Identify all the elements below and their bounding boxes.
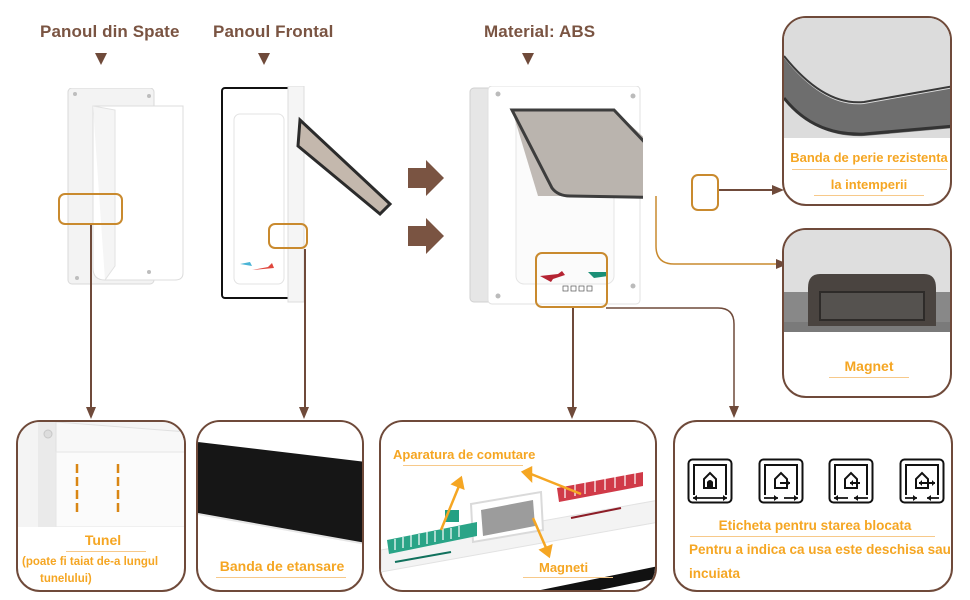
exit-only-icon [758,458,804,504]
right-arrow-icon [408,218,444,254]
front-panel-title: Panoul Frontal [213,22,334,41]
connector-line [572,308,574,408]
tunnel-note-line2: tunelului) [40,573,92,585]
tunnel-highlight [58,193,123,225]
underline [814,195,924,196]
switch-label: Aparatura de comutare [393,447,536,462]
seal-strip-photo [198,422,362,552]
magnets-label: Magneti [539,560,589,575]
seal-highlight [268,223,308,249]
switch-card: Aparatura de comutare Magneti [379,420,657,592]
weather-brush-card: Banda de perie rezistenta la intemperii [782,16,952,206]
magnet-photo [784,230,950,340]
locked-icon [687,458,733,504]
brush-photo [784,18,950,138]
tunnel-note-line1: (poate fi taiat de-a lungul [22,556,159,568]
seal-strip-label: Banda de etansare [219,558,345,574]
back-panel-title: Panoul din Spate [40,22,180,41]
arrow-right-icon [772,185,784,195]
underline [216,577,346,578]
lock-label-desc-line2: incuiata [689,566,741,581]
connector-line [719,189,779,191]
material-pointer-icon [522,53,534,65]
front-panel-image [218,85,398,306]
brush-highlight [691,174,719,211]
underline [523,577,613,578]
lock-label-title: Eticheta pentru starea blocata [718,518,912,533]
arrow-down-icon [299,407,309,419]
connector-line [90,225,92,408]
tunnel-title: Tunel [84,532,122,548]
right-arrow-icon [408,160,444,196]
lock-icon-row [687,458,945,508]
tunnel-card: Tunel (poate fi taiat de-a lungul tunelu… [16,420,186,592]
brush-label-line2: la intemperii [830,177,908,192]
magnet-connector-line [655,196,788,269]
magnet-card: Magnet [782,228,952,398]
underline [690,536,935,537]
back-panel-image [65,87,185,288]
magnet-label: Magnet [844,358,894,374]
underline [792,169,947,170]
open-both-icon [899,458,945,504]
material-title: Material: ABS [484,22,596,41]
arrow-down-icon [86,407,96,419]
lock-label-card: Eticheta pentru starea blocata Pentru a … [673,420,953,592]
label-connector-line [606,307,739,418]
underline [403,465,523,466]
front-panel-pointer-icon [258,53,270,65]
lock-label-desc-line1: Pentru a indica ca usa este deschisa sau [689,542,951,557]
back-panel-pointer-icon [95,53,107,65]
underline [66,551,146,552]
connector-line [304,249,306,408]
underline [829,377,909,378]
switch-highlight [535,252,608,308]
tunnel-photo [18,422,184,527]
seal-strip-card: Banda de etansare [196,420,364,592]
entry-only-icon [828,458,874,504]
brush-label-line1: Banda de perie rezistenta [790,150,948,165]
arrow-down-icon [567,407,577,419]
switch-photo [381,422,655,590]
